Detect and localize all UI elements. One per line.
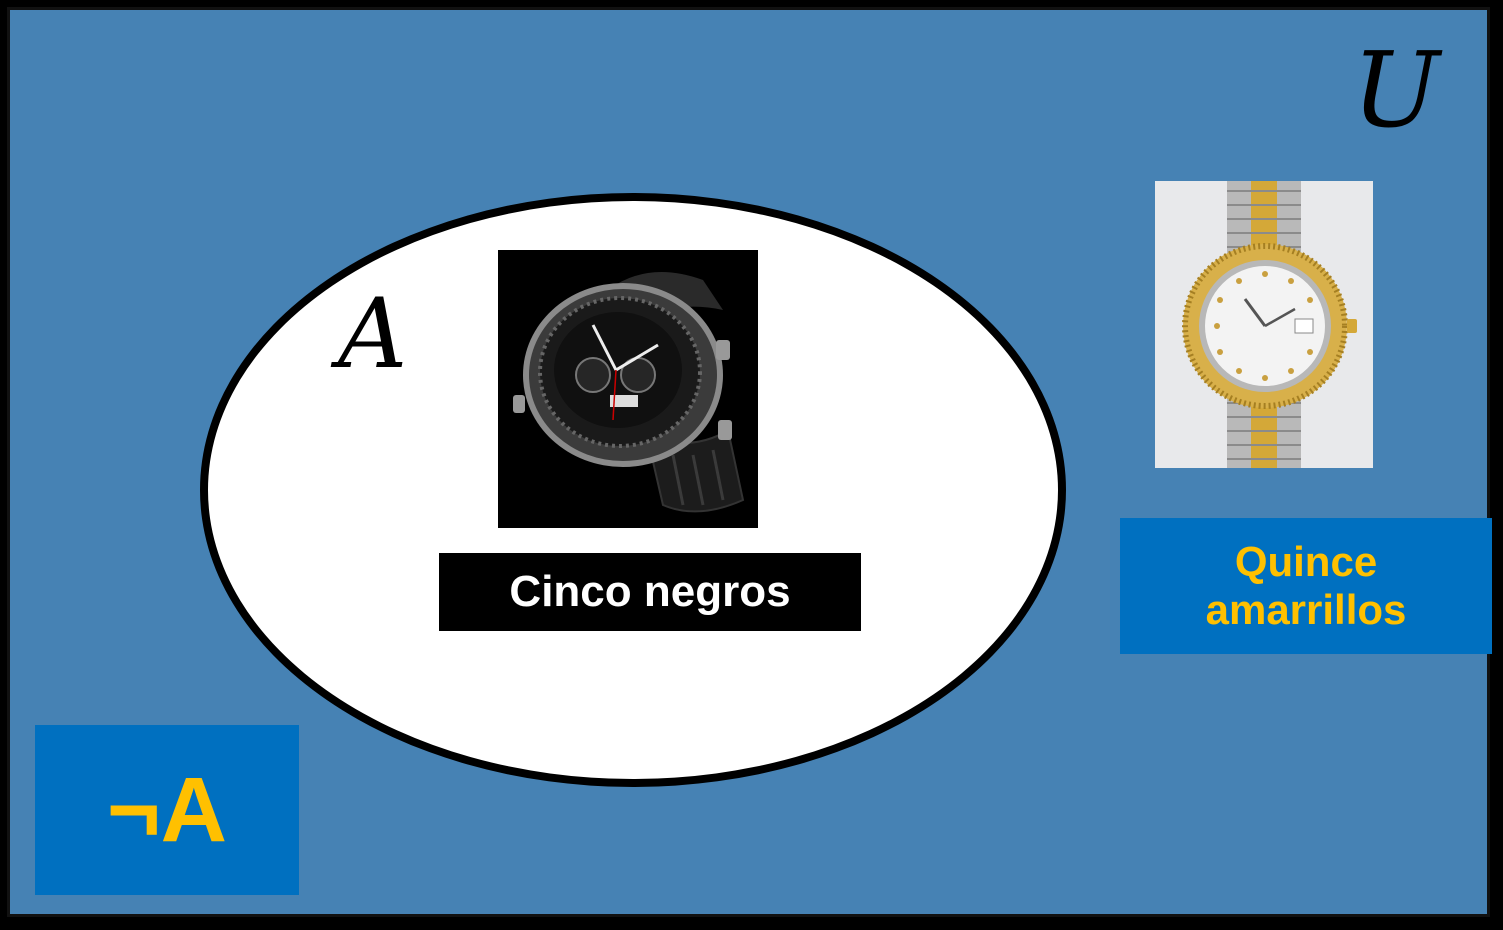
black-watches-caption: Cinco negros bbox=[439, 553, 861, 631]
universe-label: U bbox=[1352, 38, 1440, 142]
complement-label: ¬A bbox=[35, 725, 299, 895]
gold-watch-icon bbox=[1155, 181, 1373, 468]
yellow-watches-caption: Quince amarrillos bbox=[1120, 518, 1492, 654]
black-watch-icon bbox=[498, 250, 758, 528]
set-a-label: A bbox=[338, 286, 407, 382]
yellow-caption-line-2: amarrillos bbox=[1206, 586, 1407, 634]
yellow-caption-line-1: Quince bbox=[1235, 538, 1377, 586]
